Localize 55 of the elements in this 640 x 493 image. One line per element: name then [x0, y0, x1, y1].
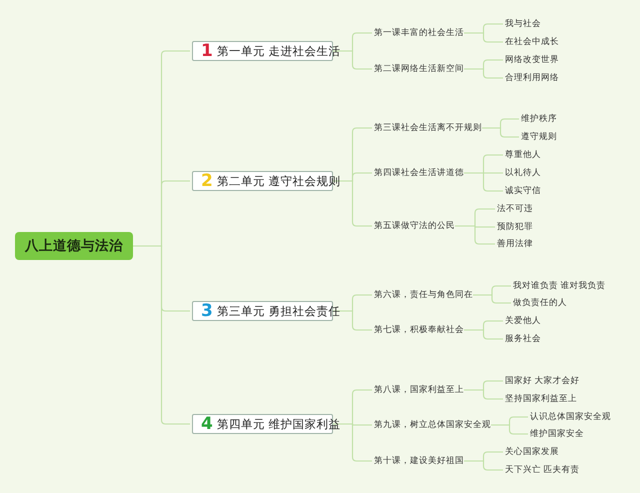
lesson-label: 第四课社会生活讲道德 — [374, 167, 464, 179]
topic-label: 维护秩序 — [521, 113, 557, 125]
lesson-label: 第一课丰富的社会生活 — [374, 27, 464, 39]
connector-line — [455, 225, 495, 245]
topic-label: 维护国家安全 — [530, 428, 584, 440]
connector-line — [133, 245, 190, 425]
lesson-label: 第五课做守法的公民 — [374, 220, 455, 232]
topic-label: 天下兴亡 匹夫有责 — [505, 464, 580, 476]
topic-label: 法不可违 — [497, 203, 533, 215]
lesson-label: 第二课网络生活新空间 — [374, 63, 464, 75]
lesson-label: 第三课社会生活离不开规则 — [374, 122, 482, 134]
topic-label: 善用法律 — [497, 238, 533, 250]
connector-line — [473, 294, 511, 304]
connector-line — [464, 389, 503, 400]
topic-label: 诚实守信 — [505, 185, 541, 197]
lesson-label: 第九课，树立总体国家安全观 — [374, 419, 491, 431]
connector-line — [333, 423, 372, 462]
unit-title: 第三单元 勇担社会责任 — [216, 304, 340, 318]
connector-line — [464, 172, 503, 192]
topic-label: 我与社会 — [505, 18, 541, 30]
topic-label: 以礼待人 — [505, 167, 541, 179]
topic-label: 在社会中成长 — [505, 36, 559, 48]
connector-line — [491, 424, 528, 435]
unit-title: 第二单元 遵守社会规则 — [216, 174, 340, 188]
connector-line — [464, 329, 503, 340]
unit-title: 第四单元 维护国家利益 — [216, 416, 340, 432]
topic-label: 关爱他人 — [505, 315, 541, 327]
topic-label: 尊重他人 — [505, 149, 541, 161]
topic-label: 做负责任的人 — [513, 297, 567, 309]
topic-label: 关心国家发展 — [505, 446, 559, 458]
connector-line — [333, 310, 372, 331]
topic-label: 我对谁负责 谁对我负责 — [513, 280, 606, 292]
unit-number: 3 — [201, 301, 213, 321]
topic-label: 遵守规则 — [521, 131, 557, 143]
topic-label: 合理利用网络 — [505, 72, 559, 84]
connector-line — [464, 68, 503, 79]
lesson-label: 第八课，国家利益至上 — [374, 384, 464, 396]
topic-label: 服务社会 — [505, 333, 541, 345]
unit-title: 第一单元 走进社会生活 — [216, 44, 340, 58]
topic-label: 坚持国家利益至上 — [505, 393, 577, 405]
connector-line — [333, 50, 372, 70]
topic-label: 预防犯罪 — [497, 221, 533, 233]
lesson-label: 第七课，积极奉献社会 — [374, 324, 464, 336]
connector-line — [464, 32, 503, 43]
unit-number: 2 — [201, 171, 213, 191]
lesson-label: 第六课，责任与角色同在 — [374, 289, 473, 301]
connector-line — [464, 460, 503, 471]
connector-line — [482, 127, 519, 138]
lesson-label: 第十课，建设美好祖国 — [374, 455, 464, 467]
root-box: 八上道德与法治 — [15, 232, 133, 260]
topic-label: 认识总体国家安全观 — [530, 411, 611, 423]
unit-number: 1 — [201, 41, 213, 61]
topic-label: 国家好 大家才会好 — [505, 375, 580, 387]
unit-number: 4 — [201, 414, 213, 434]
topic-label: 网络改变世界 — [505, 54, 559, 66]
